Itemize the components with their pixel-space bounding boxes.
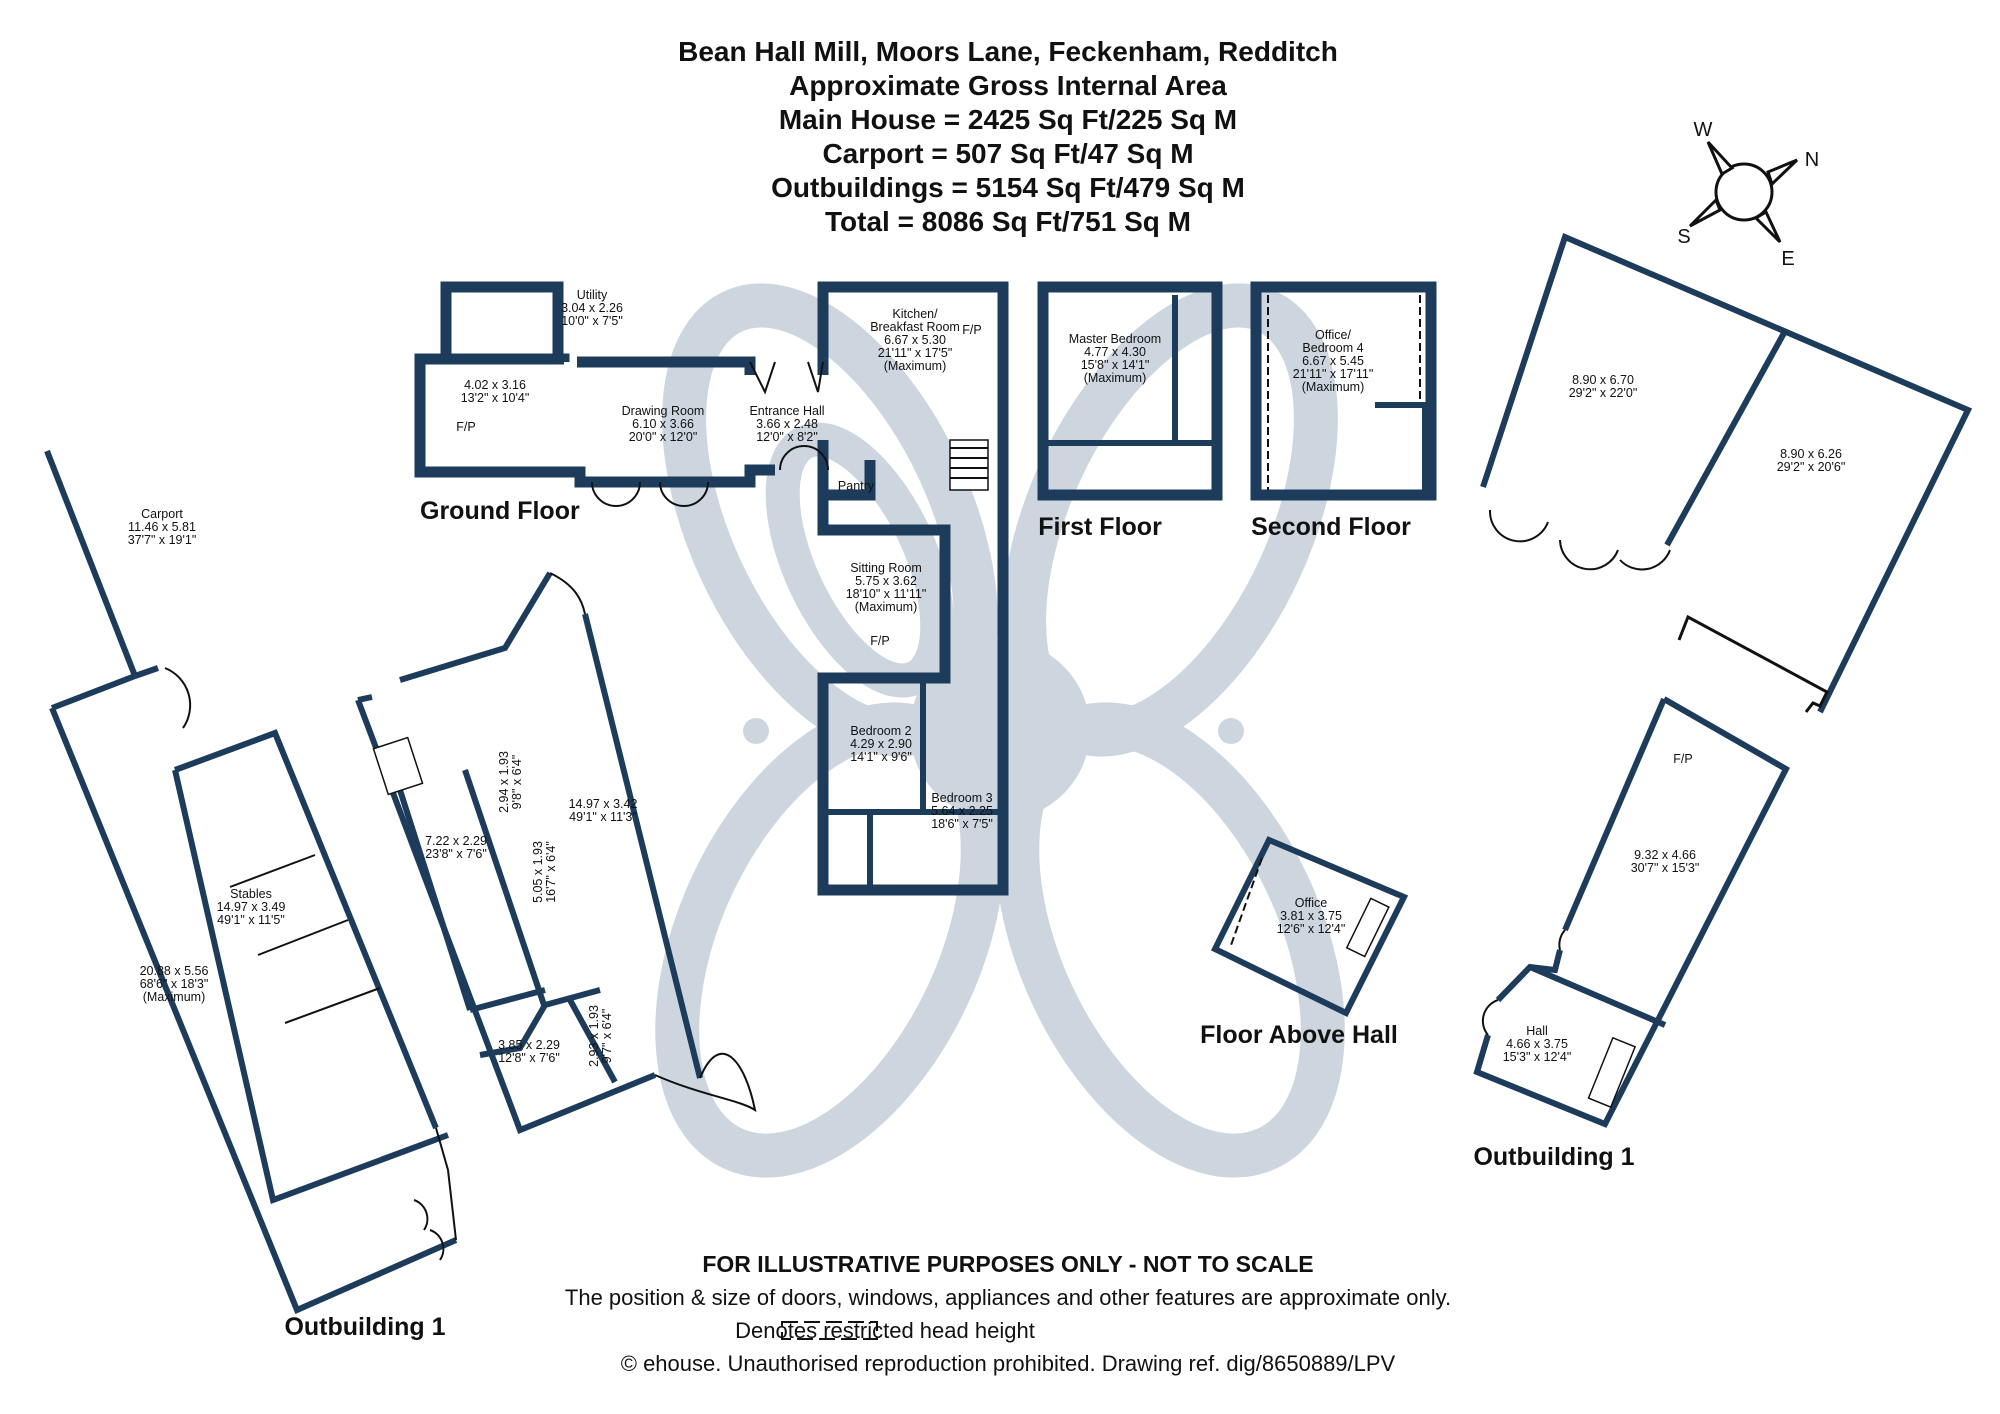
copyright: © ehouse. Unauthorised reproduction proh… — [621, 1351, 1396, 1376]
compass-e: E — [1781, 248, 1794, 270]
disclaimer: FOR ILLUSTRATIVE PURPOSES ONLY - NOT TO … — [702, 1251, 1313, 1277]
compass-s: S — [1677, 226, 1690, 248]
area-heading: Approximate Gross Internal Area — [789, 70, 1227, 101]
carport-area: Carport = 507 Sq Ft/47 Sq M — [822, 138, 1193, 169]
floor-label-second: Second Floor — [1251, 513, 1411, 541]
floor-label-outbuilding-right: Outbuilding 1 — [1473, 1143, 1634, 1171]
compass-icon: W N S E — [1677, 119, 1819, 270]
fireplace-label: F/P — [870, 634, 889, 648]
total-area: Total = 8086 Sq Ft/751 Sq M — [825, 206, 1191, 237]
floor-label-outbuilding-left: Outbuilding 1 — [284, 1313, 445, 1341]
room-label-pantry: Pantry — [838, 479, 875, 493]
restricted-height-legend: Denotes restricted head height — [735, 1318, 1035, 1343]
fireplace-label: F/P — [962, 323, 981, 337]
fireplace-label: F/P — [456, 420, 475, 434]
floor-label-ground: Ground Floor — [420, 497, 580, 525]
restricted-height-legend-icon — [781, 1321, 878, 1340]
footer: FOR ILLUSTRATIVE PURPOSES ONLY - NOT TO … — [565, 1251, 1451, 1376]
room-label-store-1: 2.94 x 1.939'8" x 6'4" — [497, 751, 524, 813]
watermark-logo — [655, 283, 1345, 1178]
compass-n: N — [1805, 149, 1819, 171]
floor-label-above-hall: Floor Above Hall — [1200, 1021, 1398, 1049]
main-house-area: Main House = 2425 Sq Ft/225 Sq M — [779, 104, 1237, 135]
room-label-store-4: 2.93 x 1.939'7" x 6'4" — [587, 1005, 614, 1067]
header: Bean Hall Mill, Moors Lane, Feckenham, R… — [678, 36, 1338, 237]
outbuildings-area: Outbuildings = 5154 Sq Ft/479 Sq M — [771, 172, 1245, 203]
compass-w: W — [1694, 119, 1713, 141]
room-label-store-2: 5.05 x 1.9316'7" x 6'4" — [531, 841, 558, 903]
property-address: Bean Hall Mill, Moors Lane, Feckenham, R… — [678, 36, 1338, 67]
fireplace-label: F/P — [1673, 752, 1692, 766]
floor-label-first: First Floor — [1038, 513, 1162, 541]
approximation-note: The position & size of doors, windows, a… — [565, 1285, 1451, 1310]
